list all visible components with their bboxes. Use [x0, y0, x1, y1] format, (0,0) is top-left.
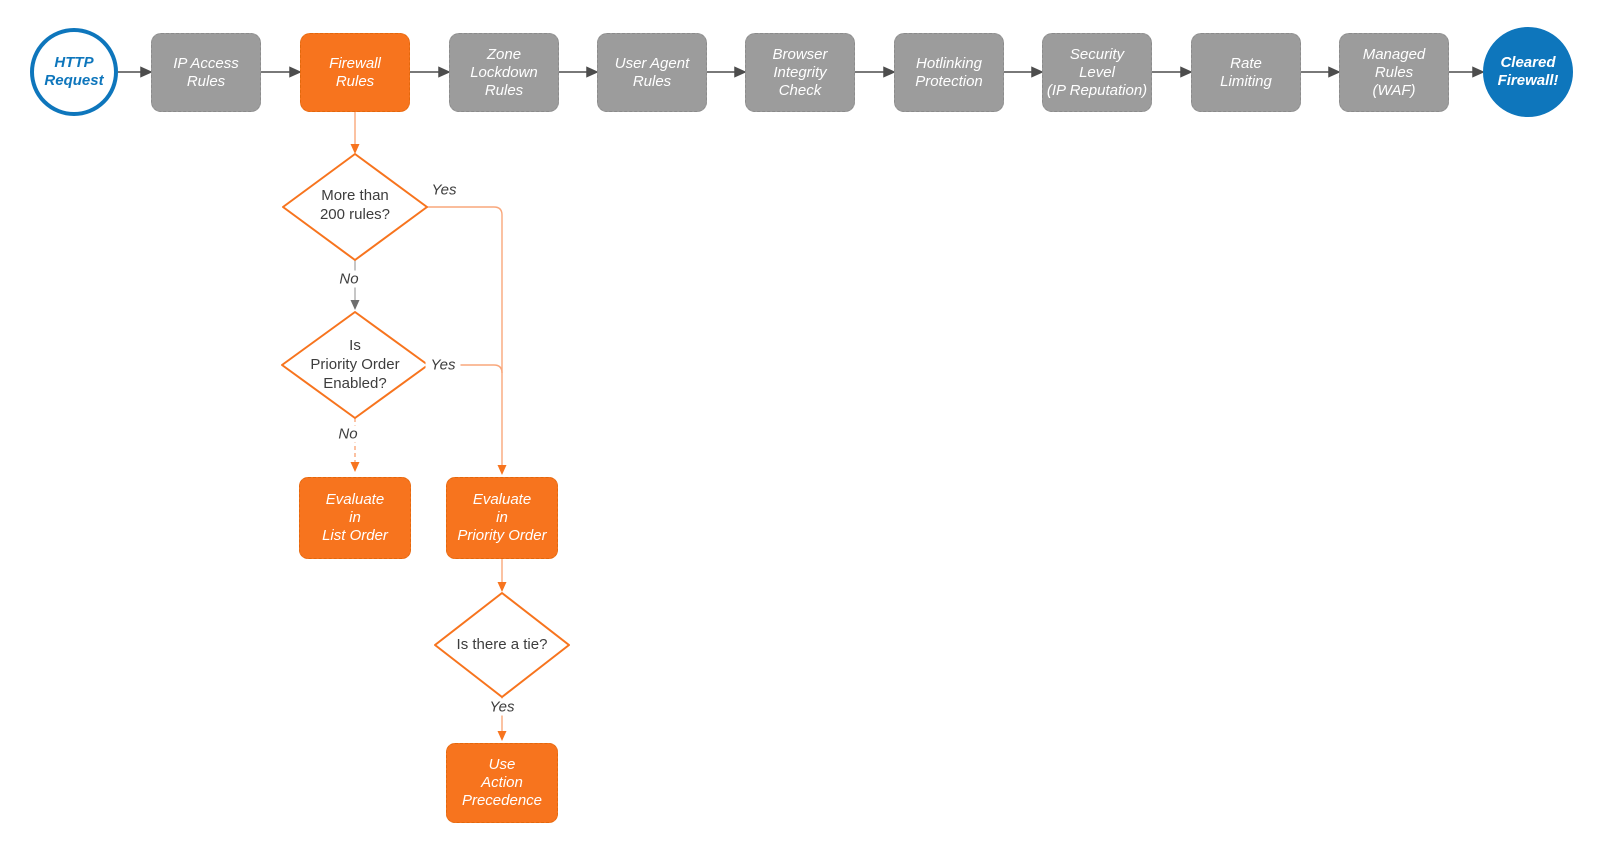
action-evaluate-priority-order: Evaluate in Priority Order [446, 477, 558, 559]
arrow-priority-order-to-tie-decision [497, 559, 507, 592]
edge-label-rule-count-no: No [334, 270, 364, 288]
arrow-ip-access-to-firewall [261, 66, 302, 78]
stage-label: Rate Limiting [1220, 54, 1272, 90]
start-node-label: HTTP Request [44, 54, 104, 89]
arrow-priority-yes-merge [428, 364, 503, 374]
start-node-http-request: HTTP Request [30, 28, 118, 116]
decision-rule-count-shape [282, 153, 428, 261]
action-evaluate-list-order: Evaluate in List Order [299, 477, 411, 559]
end-node-cleared-firewall: Cleared Firewall! [1483, 27, 1573, 117]
end-node-label: Cleared Firewall! [1497, 54, 1559, 89]
decision-priority-enabled-shape [281, 311, 429, 419]
decision-tie-shape [434, 592, 570, 698]
stage-label: Zone Lockdown Rules [470, 45, 538, 99]
stage-hotlinking-protection: Hotlinking Protection [894, 33, 1004, 112]
stage-firewall-rules: Firewall Rules [300, 33, 410, 112]
arrow-managed-to-end [1449, 66, 1485, 78]
arrow-rule-count-yes-to-priority-order [427, 206, 507, 475]
stage-label: Managed Rules (WAF) [1362, 45, 1426, 99]
arrow-firewall-to-rule-count-decision [350, 112, 360, 154]
arrow-firewall-to-zone-lockdown [410, 66, 451, 78]
arrow-browser-to-hotlinking [855, 66, 896, 78]
arrow-start-to-ip-access [118, 66, 153, 78]
edge-label-priority-no: No [333, 425, 363, 443]
stage-managed-rules-waf: Managed Rules (WAF) [1339, 33, 1449, 112]
stage-label: Browser Integrity Check [772, 45, 828, 99]
decision-priority-enabled-label: Is Priority Order Enabled? [310, 337, 400, 392]
stage-ip-access-rules: IP Access Rules [151, 33, 261, 112]
stage-rate-limiting: Rate Limiting [1191, 33, 1301, 112]
stage-label: User Agent Rules [614, 54, 690, 90]
stage-zone-lockdown-rules: Zone Lockdown Rules [449, 33, 559, 112]
action-use-action-precedence: Use Action Precedence [446, 743, 558, 823]
decision-tie-label: Is there a tie? [456, 636, 548, 653]
edge-label-rule-count-yes: Yes [431, 181, 457, 199]
stage-security-level: Security Level (IP Reputation) [1042, 33, 1152, 112]
arrow-hotlinking-to-security [1004, 66, 1044, 78]
stage-user-agent-rules: User Agent Rules [597, 33, 707, 112]
stage-label: Security Level (IP Reputation) [1046, 45, 1148, 99]
stage-label: IP Access Rules [173, 54, 239, 90]
stage-label: Firewall Rules [329, 54, 381, 90]
stage-label: Hotlinking Protection [915, 54, 983, 90]
arrow-user-agent-to-browser [707, 66, 747, 78]
edge-label-priority-yes: Yes [425, 356, 461, 374]
arrow-security-to-rate-limiting [1152, 66, 1193, 78]
arrow-rate-to-managed [1301, 66, 1341, 78]
decision-rule-count-label: More than 200 rules? [319, 187, 391, 223]
arrow-zone-to-user-agent [559, 66, 599, 78]
stage-browser-integrity-check: Browser Integrity Check [745, 33, 855, 112]
edge-label-tie-yes: Yes [484, 698, 520, 716]
